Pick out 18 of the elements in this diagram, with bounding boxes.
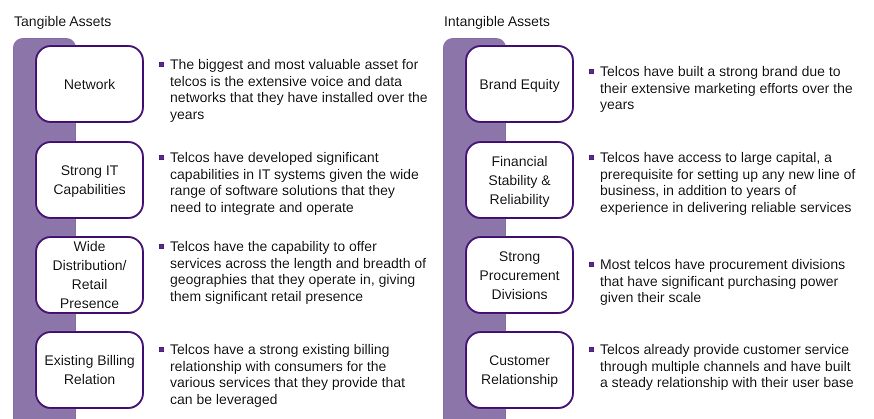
- asset-box: Financial Stability & Reliability: [465, 141, 574, 219]
- description-text: Telcos have developed significant capabilities in IT systems given the wide range of software solutions that they need to integrate and operate: [170, 149, 420, 215]
- asset-box: Wide Distribution/ Retail Presence: [35, 236, 144, 314]
- description-text: Telcos have the capability to offer services across the length and breadth of geographies that they operate in, giving them significant retail presence: [170, 238, 428, 304]
- asset-box: Brand Equity: [465, 45, 574, 123]
- description-text: Telcos have built a strong brand due to their extensive marketing efforts over the years: [600, 63, 854, 112]
- asset-box: Existing Billing Relation: [35, 331, 144, 409]
- description-text: Telcos already provide customer service through multiple channels and have built a steady relationship with their user base: [600, 341, 855, 390]
- column-heading: Intangible Assets: [444, 13, 550, 29]
- column-heading: Tangible Assets: [14, 13, 112, 29]
- description-text: The biggest and most valuable asset for telcos is the extensive voice and data networks that they have installed over the years: [170, 56, 428, 122]
- asset-box: Customer Relationship: [465, 331, 574, 409]
- description-text: Telcos have a strong existing billing relationship with consumers for the various services that they provide that can be leveraged: [170, 341, 406, 407]
- asset-box: Strong IT Capabilities: [35, 141, 144, 219]
- asset-box: Strong Procurement Divisions: [465, 236, 574, 314]
- description-text: Most telcos have procurement divisions that have significant purchasing power given their scale: [600, 256, 846, 306]
- description-text: Telcos have access to large capital, a prerequisite for setting up any new line of business, in addition to years of experience in delivering reliable services: [600, 149, 856, 215]
- asset-box: Network: [35, 45, 144, 123]
